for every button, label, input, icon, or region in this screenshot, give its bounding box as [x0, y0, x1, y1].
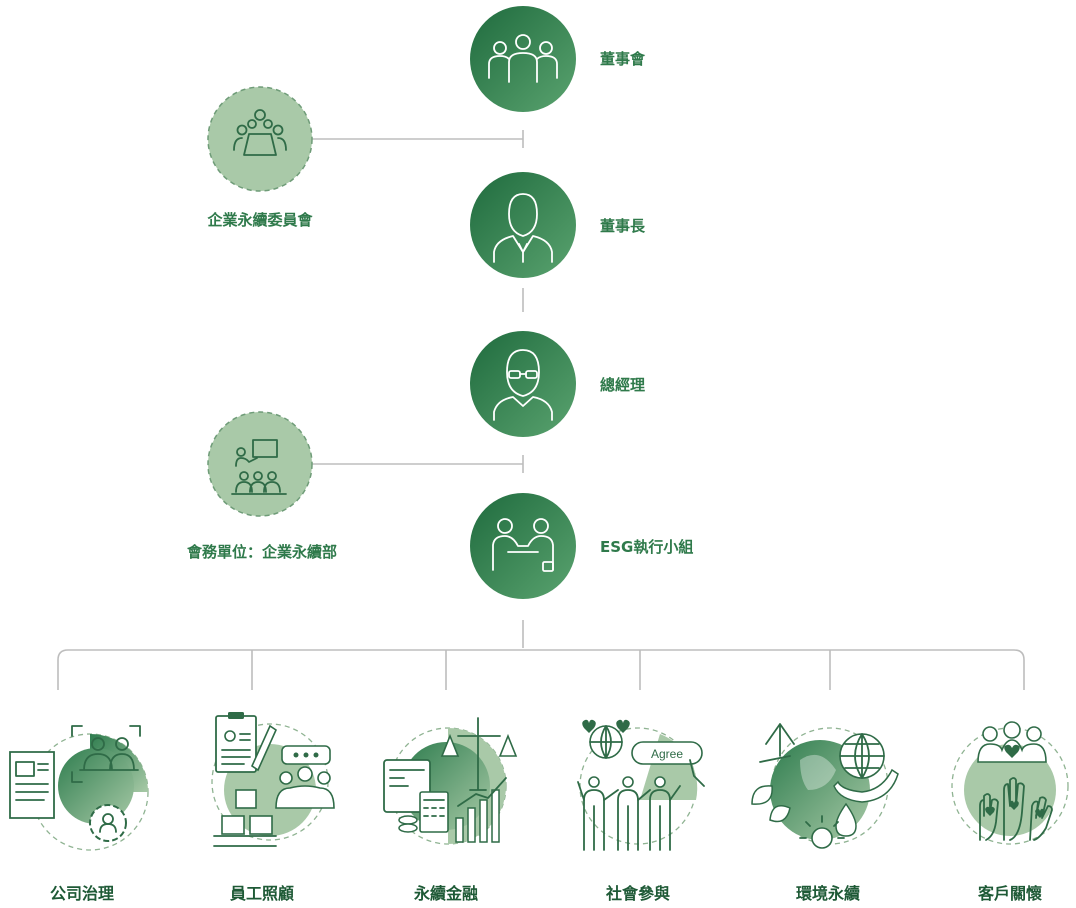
bottom-node-employee-care	[211, 712, 335, 847]
main-node-label-esg-team: ESG執行小組	[600, 538, 694, 556]
environment-icon	[751, 723, 899, 849]
governance-icon	[9, 725, 141, 842]
bottom-node-social-participation: Agree	[577, 719, 705, 851]
bottom-node-environment	[751, 723, 899, 849]
handshake-icon	[492, 518, 554, 572]
bottom-label-sustainable-finance: 永續金融	[413, 884, 479, 903]
main-node-label-board: 董事會	[600, 50, 646, 68]
node-board	[470, 6, 576, 112]
customer-care-icon	[977, 721, 1053, 841]
side-node-sustainability-committee	[207, 86, 313, 192]
bottom-label-customer-care: 客戶關懷	[977, 884, 1043, 903]
node-chairman	[470, 172, 576, 278]
social-participation-icon: Agree	[577, 719, 705, 851]
employee-care-icon	[213, 712, 335, 847]
side-node-label-committee: 企業永續委員會	[207, 211, 313, 229]
bottom-label-governance: 公司治理	[49, 884, 115, 903]
bottom-label-employee-care: 員工照顧	[229, 884, 295, 903]
node-general-manager	[470, 331, 576, 437]
meeting-table-icon	[233, 109, 287, 156]
agree-badge-text: Agree	[651, 747, 683, 761]
general-manager-icon	[493, 349, 553, 421]
connector-lines	[57, 130, 1025, 690]
bottom-label-environment: 環境永續	[795, 884, 861, 903]
side-node-secretariat	[207, 411, 313, 517]
main-node-label-general-manager: 總經理	[600, 376, 646, 394]
node-esg-team	[470, 493, 576, 599]
sustainable-finance-icon	[383, 717, 518, 843]
bottom-node-customer-care	[951, 721, 1069, 845]
bottom-node-sustainable-finance	[383, 717, 518, 845]
board-group-icon	[488, 34, 558, 83]
main-node-label-chairman: 董事長	[600, 217, 646, 235]
bottom-label-social-participation: 社會參與	[605, 884, 671, 903]
chairman-icon	[493, 193, 553, 263]
bottom-node-governance	[9, 725, 149, 851]
presentation-audience-icon	[231, 439, 287, 495]
side-node-label-secretariat: 會務單位：企業永續部	[186, 543, 338, 561]
